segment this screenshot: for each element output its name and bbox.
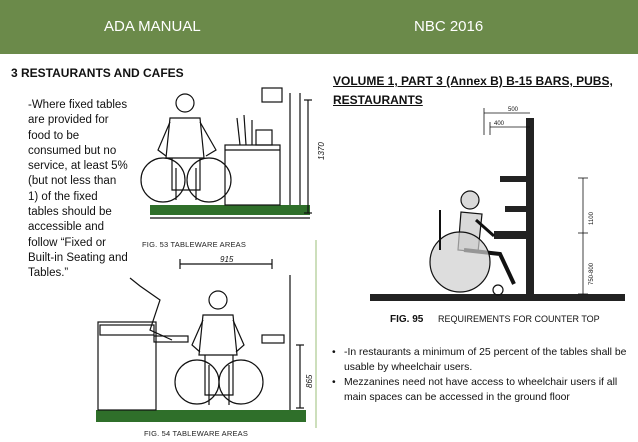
left-section-heading: 3 RESTAURANTS AND CAFES <box>11 66 184 80</box>
fig95-illustration <box>370 108 625 301</box>
header-title-left: ADA MANUAL <box>104 18 201 35</box>
header-bar: ADA MANUAL NBC 2016 <box>0 0 638 54</box>
bullet-item: • Mezzanines need not have access to whe… <box>330 376 630 405</box>
left-body-text: -Where fixed tables are provided for foo… <box>28 99 128 280</box>
fig95-dim-500: 500 <box>508 107 519 113</box>
fig54-caption: FIG. 54 TABLEWARE AREAS <box>144 429 249 438</box>
bullet-text: Mezzanines need not have access to wheel… <box>344 377 618 403</box>
fig53-caption: FIG. 53 TABLEWARE AREAS <box>142 240 247 249</box>
bullet-text: -In restaurants a minimum of 25 percent … <box>344 347 627 373</box>
fig53-dimension-label: 1370 <box>317 142 326 160</box>
bullet-list: • -In restaurants a minimum of 25 percen… <box>330 346 630 406</box>
fig53-illustration <box>140 87 312 219</box>
bullet-dot-icon: • <box>332 377 336 389</box>
fig54-dimension-side-label: 865 <box>305 374 314 388</box>
right-section-heading: VOLUME 1, PART 3 (Annex B) B-15 BARS, PU… <box>333 74 613 107</box>
bullet-item: • -In restaurants a minimum of 25 percen… <box>330 346 630 375</box>
bullet-dot-icon: • <box>332 347 336 358</box>
fig54-illustration <box>96 259 306 422</box>
fig95-dim-400: 400 <box>494 121 505 127</box>
header-title-right: NBC 2016 <box>414 18 484 35</box>
fig95-dim-1100: 1100 <box>589 211 595 225</box>
fig95-dim-750-800: 750-800 <box>589 262 595 285</box>
fig95-caption-text: REQUIREMENTS FOR COUNTER TOP <box>438 314 600 324</box>
fig54-dimension-top-label: 915 <box>220 255 234 264</box>
fig95-caption-label: FIG. 95 <box>390 314 424 325</box>
